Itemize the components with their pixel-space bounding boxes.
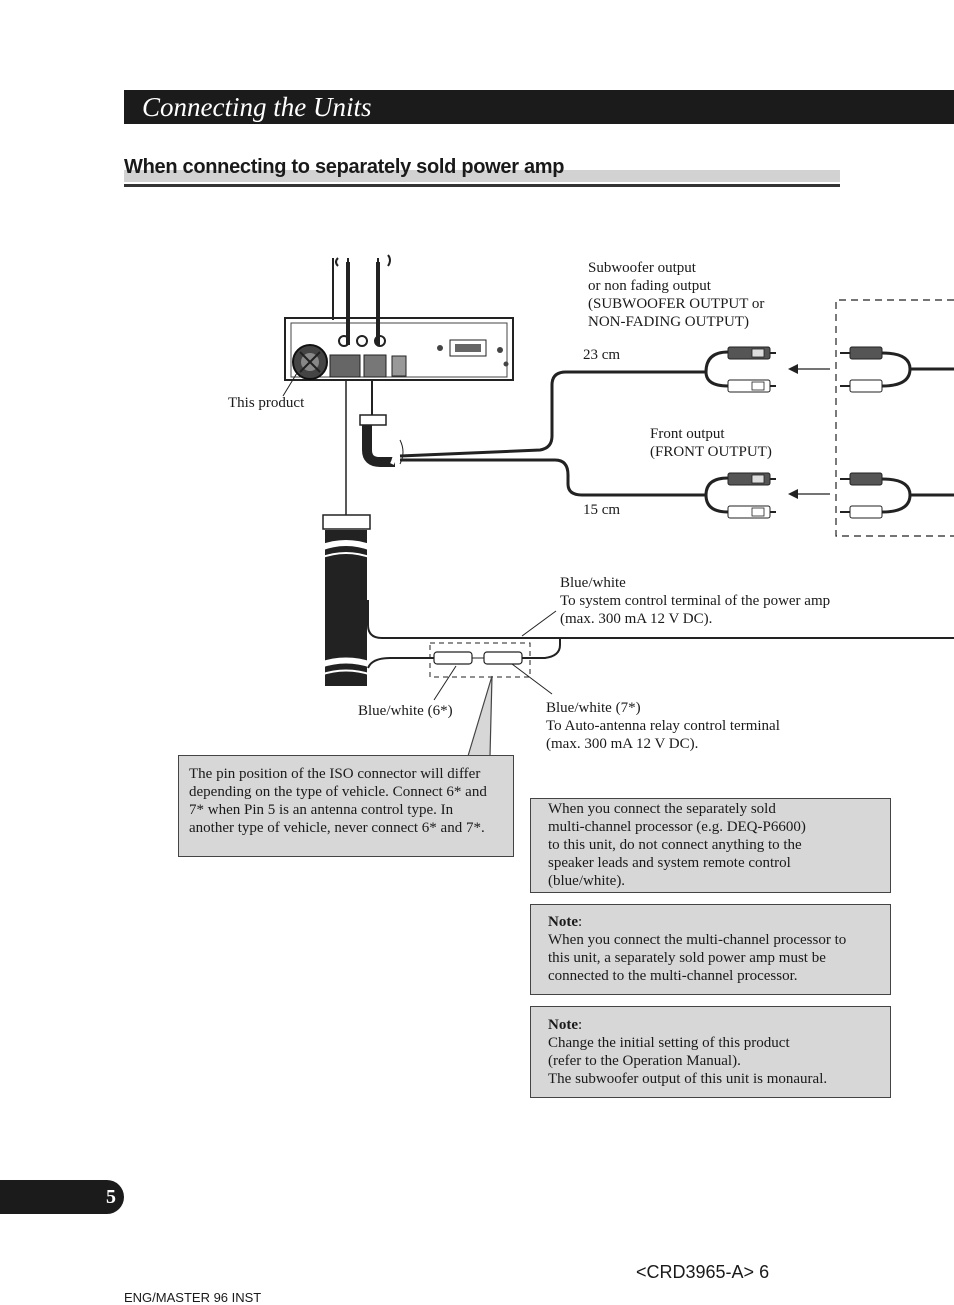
processor-warning-box: When you connect the separately sold mul… (530, 798, 891, 893)
blue-white-7-label-3: (max. 300 mA 12 V DC). (546, 736, 699, 752)
subwoofer-label-4: NON-FADING OUTPUT) (588, 314, 749, 330)
processor-line-4: speaker leads and system remote control (548, 855, 791, 871)
subwoofer-label-3: (SUBWOOFER OUTPUT or (588, 296, 765, 312)
front-rca-pair (704, 472, 954, 519)
subwoofer-label-1: Subwoofer output (588, 260, 696, 276)
head-unit-rear (284, 317, 514, 381)
note-box-1: Note: When you connect the multi-channel… (530, 904, 891, 995)
iso-callout-pointer (467, 675, 493, 757)
note-1-line-2: this unit, a separately sold power amp m… (548, 950, 826, 966)
page-number-tab: 5 (0, 1180, 124, 1214)
note-2-title: Note (548, 1017, 578, 1033)
section-header-bar: Connecting the Units (124, 90, 954, 124)
sub-heading: When connecting to separately sold power… (124, 154, 840, 187)
note-2-heading: Note: (548, 1017, 583, 1033)
note-2-line-3: The subwoofer output of this unit is mon… (548, 1071, 828, 1087)
iso-note-line-3: 7* when Pin 5 is an antenna control type… (189, 802, 454, 818)
power-amp-dashed-outline (835, 299, 954, 537)
blue-white-label-3: (max. 300 mA 12 V DC). (560, 611, 713, 627)
note-2-line-1: Change the initial setting of this produ… (548, 1035, 790, 1051)
document-code: <CRD3965-A> 6 (636, 1262, 770, 1282)
this-product-label: This product (228, 395, 305, 411)
section-title: Connecting the Units (142, 92, 372, 122)
leader-lines (282, 372, 557, 701)
note-1-title: Note (548, 914, 578, 930)
blue-white-6-label: Blue/white (6*) (358, 703, 453, 719)
length-15cm-label: 15 cm (583, 502, 621, 518)
blue-white-7-label-2: To Auto-antenna relay control terminal (546, 718, 780, 734)
blue-white-7-label-1: Blue/white (7*) (546, 700, 641, 716)
iso-note-line-1: The pin position of the ISO connector wi… (189, 766, 481, 782)
master-label: ENG/MASTER 96 INST (124, 1290, 262, 1305)
subwoofer-label-2: or non fading output (588, 278, 711, 294)
note-1-line-1: When you connect the multi-channel proce… (548, 932, 847, 948)
processor-line-2: multi-channel processor (e.g. DEQ-P6600) (548, 819, 806, 835)
processor-line-3: to this unit, do not connect anything to… (548, 837, 802, 853)
blue-white-label-2: To system control terminal of the power … (560, 593, 831, 609)
processor-line-1: When you connect the separately sold (548, 801, 776, 817)
iso-connector-note-box: The pin position of the ISO connector wi… (178, 755, 514, 857)
note-1-heading: Note: (548, 914, 583, 930)
page-number: 5 (106, 1186, 116, 1208)
note-box-2: Note: Change the initial setting of this… (530, 1006, 891, 1098)
iso-note-line-4: another type of vehicle, never connect 6… (189, 820, 485, 836)
rca-cable-bundle (359, 370, 706, 497)
sub-heading-underlay (124, 170, 840, 182)
subwoofer-rca-pair (704, 346, 954, 393)
note-2-line-2: (refer to the Operation Manual). (548, 1053, 741, 1069)
iso-harness (318, 514, 954, 686)
front-output-label-1: Front output (650, 426, 725, 442)
front-output-label-2: (FRONT OUTPUT) (650, 444, 772, 460)
processor-line-5: (blue/white). (548, 873, 626, 889)
length-23cm-label: 23 cm (583, 347, 621, 363)
sub-heading-text: When connecting to separately sold power… (124, 156, 565, 178)
blue-white-label-1: Blue/white (560, 575, 626, 591)
note-1-line-3: connected to the multi-channel processor… (548, 968, 798, 984)
iso-note-line-2: depending on the type of vehicle. Connec… (189, 784, 487, 800)
